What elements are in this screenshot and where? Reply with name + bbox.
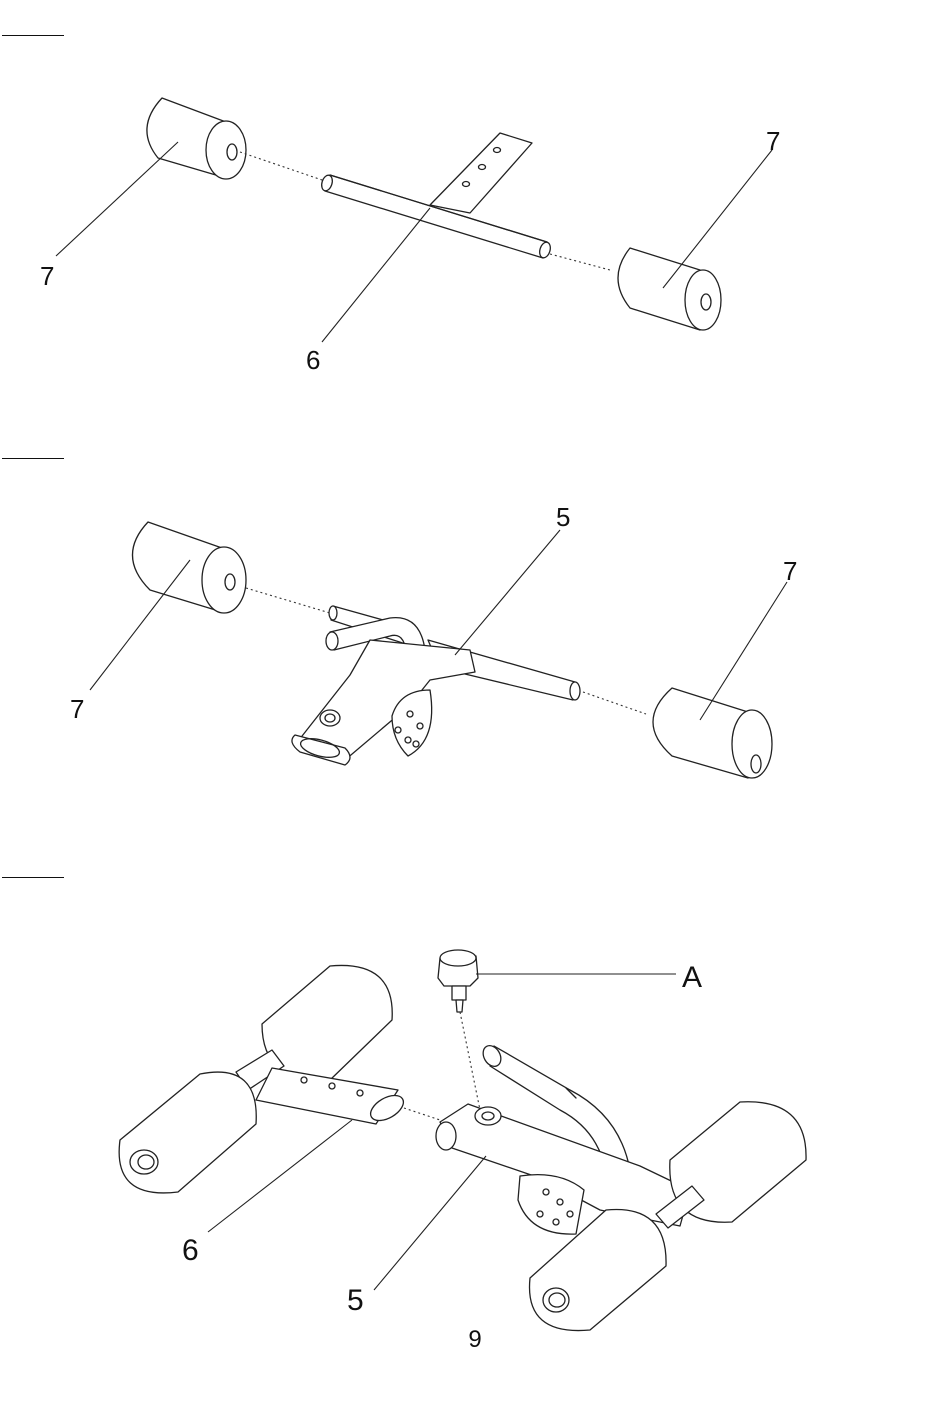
callout-right-pad: 7	[783, 556, 797, 586]
callout-tube: 6	[306, 345, 320, 375]
callout-frame: 5	[347, 1284, 364, 1317]
foam-pad-right	[653, 688, 772, 778]
callout-frame: 5	[556, 502, 570, 532]
foam-pad-left	[132, 522, 246, 613]
foam-pad-right	[618, 248, 721, 330]
tube-6-assembly	[119, 965, 407, 1192]
callout-knob: A	[682, 961, 702, 994]
callout-right-pad: 7	[766, 126, 780, 156]
foam-pad-left	[147, 98, 246, 179]
callout-left-pad: 7	[70, 694, 84, 724]
step-1-illustration: 7 6 7	[40, 98, 780, 375]
page-number: 9	[0, 1326, 950, 1354]
callout-left-pad: 7	[40, 261, 54, 291]
crossbar-tube-6	[320, 133, 552, 259]
knob-A	[438, 950, 478, 1012]
callout-tube: 6	[182, 1234, 199, 1267]
step-3-illustration: A 6 5	[119, 950, 806, 1331]
frame-5	[292, 606, 580, 765]
step-2-illustration: 7 5 7	[70, 502, 797, 778]
frame-5	[436, 1042, 806, 1330]
